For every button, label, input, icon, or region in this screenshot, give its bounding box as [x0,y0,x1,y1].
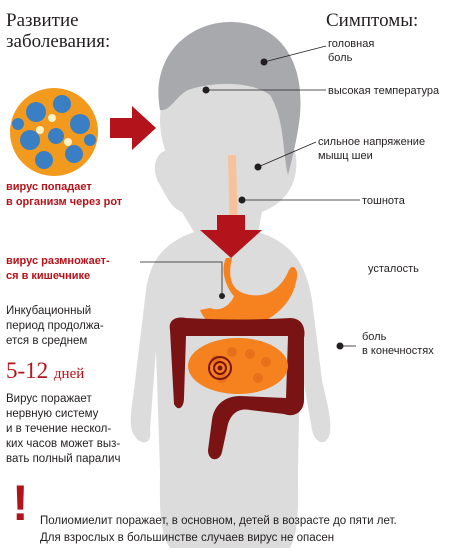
paralysis-text: Вирус поражает нервную систему и в течен… [6,393,121,465]
incubation-days: 5-12 дней [6,358,85,383]
entry-arrow [110,106,156,150]
symptom-neck-stiffness: сильное напряжение мышц шеи [318,136,426,162]
title-left: Развитие заболевания: [6,10,111,52]
symptom-limb-pain: боль в конечностях [362,331,434,357]
symptom-fever: высокая температура [328,85,440,97]
small-intestine [188,338,288,394]
large-intestine [169,317,305,460]
symptom-nausea: тошнота [362,195,405,207]
down-arrow [200,215,262,258]
stage-virus-entry: вирус попадает в организм через рот [6,181,123,208]
title-right: Симптомы: [326,10,419,31]
leader-lines [140,45,360,347]
footnote: Полиомиелит поражает, в основном, детей … [40,515,397,544]
virus-image [10,88,98,176]
symptom-fatigue: усталость [368,263,419,275]
warning-icon: ! [12,475,29,531]
stage-virus-multiplies: вирус размножает- ся в кишечнике [6,255,110,282]
stomach [200,258,298,330]
symptom-headache: головная боль [328,38,375,64]
incubation-text: Инкубационный период продолжа- ется в ср… [6,305,104,347]
infection-target [208,356,232,380]
